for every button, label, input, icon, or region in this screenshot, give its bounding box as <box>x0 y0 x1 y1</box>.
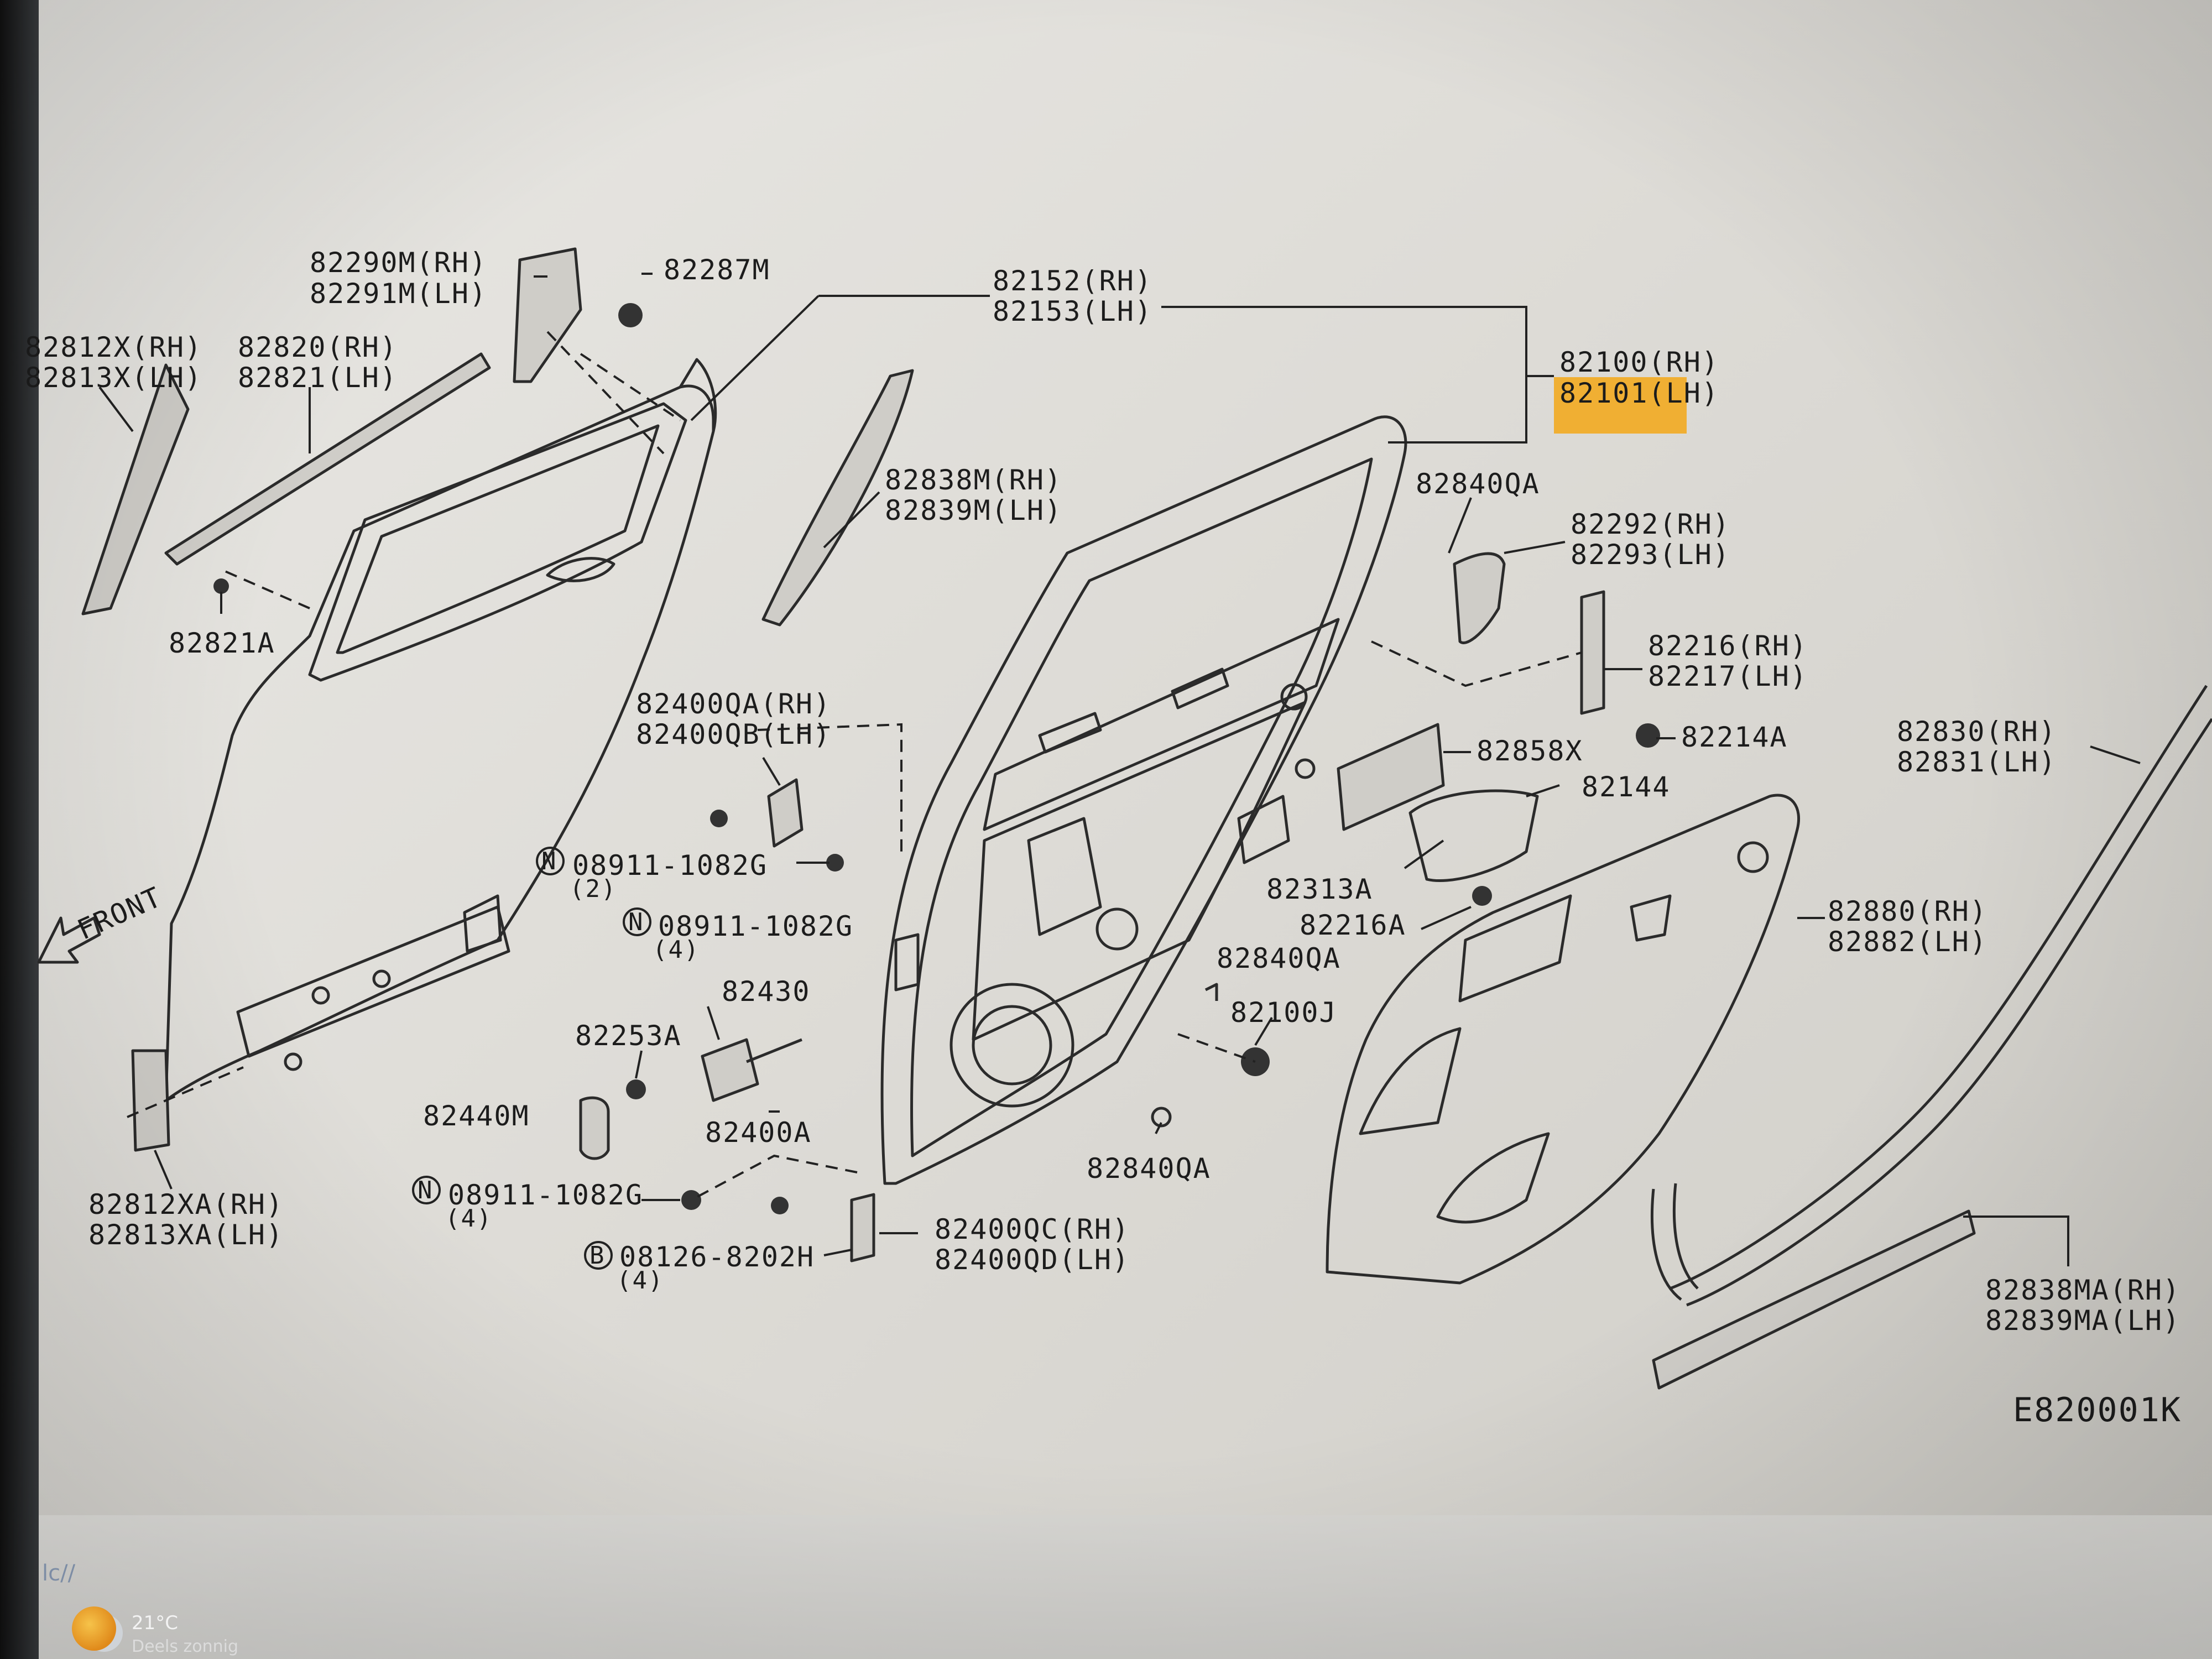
door-trim-panel <box>1326 794 1801 1285</box>
label-82400QD: 82400QD(LH) <box>935 1244 1130 1276</box>
taskbar <box>39 1515 2212 1659</box>
label-82152: 82152(RH) <box>993 265 1152 297</box>
taskbar-hint: lc// <box>42 1561 76 1586</box>
label-82214A: 82214A <box>1681 721 1788 753</box>
label-82838MA: 82838MA(RH) <box>1985 1274 2180 1306</box>
outer-door-panel <box>164 384 715 1102</box>
label-82144: 82144 <box>1582 771 1671 803</box>
label-82821A: 82821A <box>169 627 275 659</box>
callout-b08126: B 08126-8202H (4) <box>584 1241 815 1295</box>
label-82813XA: 82813XA(LH) <box>88 1219 284 1251</box>
label-82840QA-top: 82840QA <box>1416 468 1540 500</box>
svg-text:(4): (4) <box>617 1266 664 1295</box>
part-highlight <box>1554 377 1687 434</box>
label-82100J: 82100J <box>1230 997 1337 1029</box>
label-82287M: 82287M <box>664 254 770 286</box>
svg-text:08126-8202H: 08126-8202H <box>619 1241 815 1273</box>
callout-n08911-c: N 08911-1082G (4) <box>412 1176 643 1233</box>
label-82291M: 82291M(LH) <box>310 278 487 310</box>
svg-text:08911-1082G: 08911-1082G <box>658 910 853 942</box>
label-82830: 82830(RH) <box>1897 716 2057 748</box>
label-82217: 82217(LH) <box>1648 660 1808 692</box>
label-82858X: 82858X <box>1477 735 1583 767</box>
label-82813X: 82813X(LH) <box>25 362 202 394</box>
svg-text:N: N <box>418 1176 434 1204</box>
front-arrow <box>37 916 101 964</box>
label-82839M: 82839M(LH) <box>885 494 1062 526</box>
label-82400A: 82400A <box>705 1117 812 1149</box>
label-82153: 82153(LH) <box>993 295 1152 327</box>
label-82253A: 82253A <box>575 1020 682 1052</box>
svg-text:(2): (2) <box>570 875 617 903</box>
label-82100: 82100(RH) <box>1559 346 1719 378</box>
label-82400QC: 82400QC(RH) <box>935 1213 1130 1245</box>
svg-text:N: N <box>628 908 644 936</box>
label-82293: 82293(LH) <box>1571 539 1730 571</box>
label-82840QA-low: 82840QA <box>1087 1152 1211 1185</box>
label-82101: 82101(LH) <box>1559 377 1719 409</box>
label-82216: 82216(RH) <box>1648 630 1808 662</box>
label-82840QA-mid: 82840QA <box>1217 942 1341 974</box>
label-82812XA: 82812XA(RH) <box>88 1188 284 1220</box>
svg-text:N: N <box>541 847 557 875</box>
label-82838M: 82838M(RH) <box>885 464 1062 496</box>
weather-description[interactable]: Deels zonnig <box>132 1637 239 1656</box>
part-labels: 82290M(RH) 82291M(LH) 82287M 82152(RH) 8… <box>25 247 2182 1430</box>
svg-text:08911-1082G: 08911-1082G <box>448 1179 643 1211</box>
monitor-bezel <box>0 0 39 1659</box>
svg-text:(4): (4) <box>653 936 700 964</box>
label-82400QA: 82400QA(RH) <box>636 688 831 720</box>
label-82290M: 82290M(RH) <box>310 247 487 279</box>
label-82216A: 82216A <box>1300 909 1406 941</box>
label-82882: 82882(LH) <box>1828 926 1987 958</box>
label-82880: 82880(RH) <box>1828 895 1987 927</box>
svg-text:B: B <box>589 1241 606 1270</box>
weather-temperature[interactable]: 21°C <box>132 1612 179 1634</box>
callout-n08911-a: N 08911-1082G (2) <box>536 847 768 903</box>
weatherstrip-parts <box>1651 685 2212 1390</box>
hardware-parts <box>213 303 1660 1262</box>
leader-lines <box>98 273 2141 1266</box>
weather-icon[interactable] <box>72 1606 116 1651</box>
window-trim-parts <box>81 247 914 1152</box>
svg-text:(4): (4) <box>445 1204 492 1233</box>
inner-door-frame <box>880 415 1407 1185</box>
label-82292: 82292(RH) <box>1571 508 1730 540</box>
label-82839MA: 82839MA(LH) <box>1985 1305 2180 1337</box>
label-82313A: 82313A <box>1266 873 1373 905</box>
svg-text:08911-1082G: 08911-1082G <box>572 849 768 881</box>
label-82430: 82430 <box>722 975 811 1008</box>
assembly-dashes <box>127 331 1582 1201</box>
front-label: FRONT <box>72 881 166 946</box>
label-82820: 82820(RH) <box>238 331 398 363</box>
label-82440M: 82440M <box>423 1100 530 1132</box>
label-82821: 82821(LH) <box>238 362 398 394</box>
label-82400QB: 82400QB(LH) <box>636 718 831 750</box>
label-82812X: 82812X(RH) <box>25 331 202 363</box>
label-82831: 82831(LH) <box>1897 746 2057 778</box>
callout-n08911-b: N 08911-1082G (4) <box>623 907 853 964</box>
diagram-code: E820001K <box>2013 1391 2182 1430</box>
